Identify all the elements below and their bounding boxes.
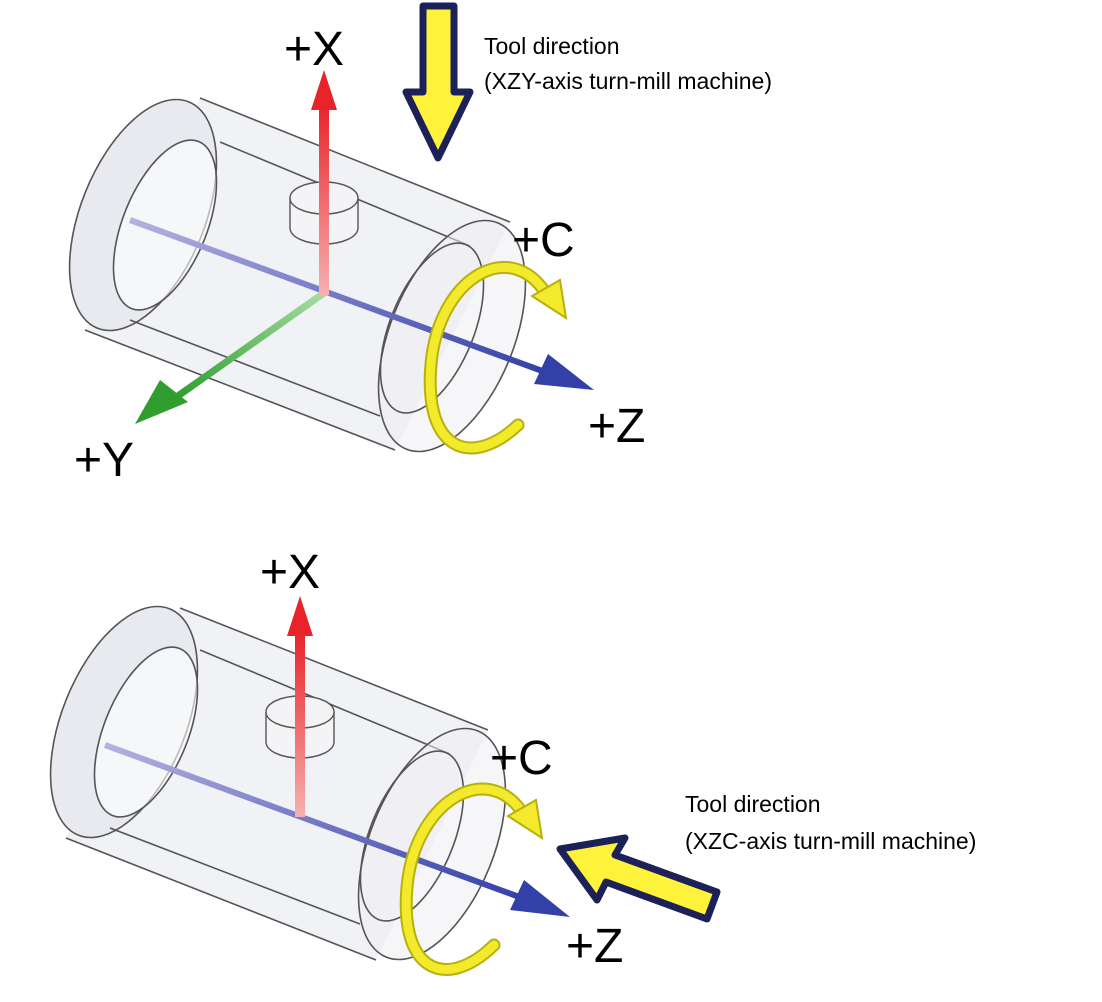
diagram-xzy: +X +Y +Z +C Tool direction (XZY-axis tur… [68,2,772,487]
x-axis-label: +X [260,546,320,599]
c-rotation-arrow-icon [423,260,568,455]
x-axis-label: +X [284,23,344,76]
tool-direction-machine-label: (XZY-axis turn-mill machine) [484,68,772,94]
tool-direction-arrow-icon [402,2,474,162]
c-rotation-arrow-icon [399,782,544,976]
tool-direction-arrow-icon [556,834,721,923]
z-axis-arrow [103,742,570,917]
tool-direction-label: Tool direction [484,33,620,59]
z-axis-label: +Z [588,400,645,453]
cylinder-body [49,605,507,961]
c-axis-label: +C [512,214,575,267]
x-axis-arrow [287,596,313,817]
z-axis-arrow [128,217,594,390]
c-axis-label: +C [490,732,553,785]
tool-direction-label: Tool direction [685,791,821,817]
diagram-xzc: +X +Z +C Tool direction (XZC-axis turn-m… [49,546,976,976]
y-axis-arrow [135,290,327,424]
y-axis-label: +Y [74,434,134,487]
tool-direction-machine-label: (XZC-axis turn-mill machine) [685,828,976,854]
x-axis-arrow [311,70,337,295]
z-axis-label: +Z [566,920,623,973]
